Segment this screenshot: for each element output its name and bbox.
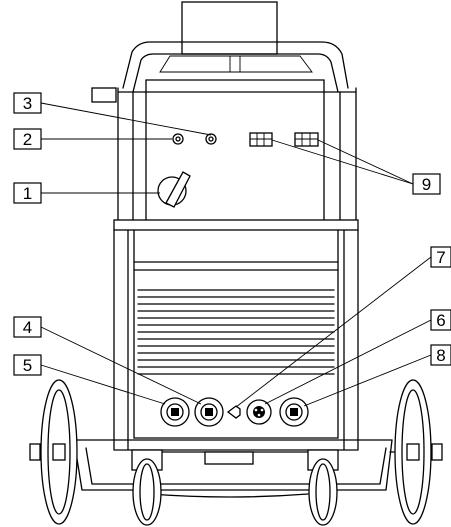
callout-4-label: 4 <box>23 318 32 337</box>
callout-1-label: 1 <box>23 184 32 203</box>
callout-1: 1 <box>13 182 42 204</box>
indicator-lamp-2 <box>172 133 184 145</box>
callout-5: 5 <box>13 354 42 376</box>
callout-9: 9 <box>412 173 441 195</box>
main-switch[interactable] <box>157 171 191 208</box>
callout-2-label: 2 <box>23 130 32 149</box>
machine-housing <box>113 79 359 451</box>
callout-4: 4 <box>13 316 42 338</box>
control-socket-6[interactable] <box>246 399 272 425</box>
ventilation-louvres <box>137 289 335 375</box>
castor-wheel-right <box>307 449 339 526</box>
callout-3-label: 3 <box>23 94 32 113</box>
callout-9-label: 9 <box>422 175 431 194</box>
trolley-frame <box>73 439 393 498</box>
output-socket-5[interactable] <box>160 397 190 427</box>
leader-lines <box>40 102 432 408</box>
callout-7-label: 7 <box>436 248 445 267</box>
callout-8: 8 <box>430 344 451 366</box>
indicator-lamp-3 <box>205 133 217 145</box>
callout-5-label: 5 <box>23 356 32 375</box>
gas-connector-7[interactable] <box>226 405 241 419</box>
callout-3: 3 <box>13 92 42 114</box>
display-right <box>294 132 319 147</box>
output-socket-4[interactable] <box>194 397 224 427</box>
rear-wheel-left <box>29 379 78 525</box>
callout-6-label: 6 <box>436 311 445 330</box>
callout-6: 6 <box>430 309 451 331</box>
callout-7: 7 <box>430 246 451 268</box>
top-handle <box>91 1 349 103</box>
display-left <box>249 132 273 147</box>
rear-wheel-right <box>389 379 443 525</box>
output-socket-8[interactable] <box>279 397 309 427</box>
callout-8-label: 8 <box>436 346 445 365</box>
castor-wheel-left <box>131 449 163 526</box>
callout-2: 2 <box>13 128 42 150</box>
